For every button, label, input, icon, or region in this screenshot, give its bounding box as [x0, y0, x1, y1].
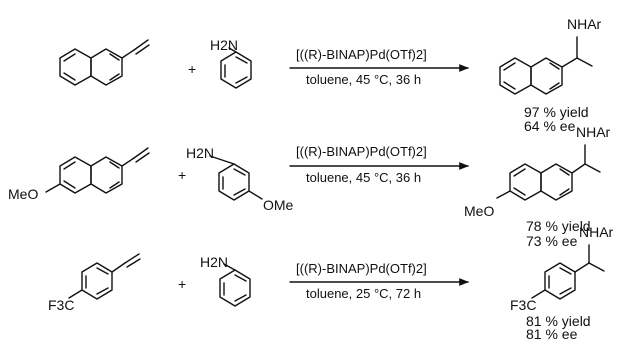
yield-label: 81 % yield [526, 313, 591, 329]
trifluoromethylstyrene-structure: F3C [48, 253, 141, 313]
conditions-label: toluene, 25 °C, 72 h [306, 286, 421, 301]
product-amine-label: NHAr [576, 124, 611, 140]
aniline-structure: H2N [200, 254, 251, 307]
conditions-label: toluene, 45 °C, 36 h [306, 72, 421, 87]
catalyst-label: [((R)-BINAP)Pd(OTf)2] [296, 47, 427, 62]
product-trifluoromethyl-label: F3C [510, 297, 536, 313]
vinylnaphthalene-structure [59, 39, 150, 86]
ee-label: 73 % ee [526, 233, 578, 249]
aniline-structure: H2N [210, 37, 252, 89]
anisidine-structure: H2N OMe [186, 145, 294, 213]
product-structure: NHAr F3C [510, 224, 614, 313]
product-methoxy-label: MeO [464, 203, 494, 219]
product-amine-label: NHAr [567, 16, 602, 32]
methoxy-label: MeO [8, 186, 38, 202]
amine-label: H2N [186, 145, 214, 161]
ee-label: 64 % ee [524, 118, 576, 134]
yield-label: 97 % yield [524, 104, 589, 120]
conditions-label: toluene, 45 °C, 36 h [306, 170, 421, 185]
reaction-2: MeO + H2N OMe [((R)-BINAP)Pd(OTf)2] tolu… [8, 124, 611, 249]
product-structure: NHAr MeO [464, 124, 611, 219]
reaction-3: F3C + H2N [((R)-BINAP)Pd(OTf)2] toluene,… [48, 224, 614, 340]
yield-label: 78 % yield [526, 218, 591, 234]
ee-label: 81 % ee [526, 326, 578, 340]
methoxyvinylnaphthalene-structure: MeO [8, 147, 150, 202]
product-structure: NHAr [499, 16, 602, 95]
catalyst-label: [((R)-BINAP)Pd(OTf)2] [296, 144, 427, 159]
amine-label: H2N [200, 254, 228, 270]
amine-methoxy-label: OMe [263, 197, 294, 213]
plus-sign: + [178, 276, 186, 292]
reaction-1: + H2N [((R)-BINAP)Pd(OTf)2] toluene, 45 … [59, 16, 602, 134]
plus-sign: + [178, 167, 186, 183]
plus-sign: + [188, 61, 196, 77]
trifluoromethyl-label: F3C [48, 297, 74, 313]
catalyst-label: [((R)-BINAP)Pd(OTf)2] [296, 261, 427, 276]
product-amine-label: NHAr [579, 224, 614, 240]
